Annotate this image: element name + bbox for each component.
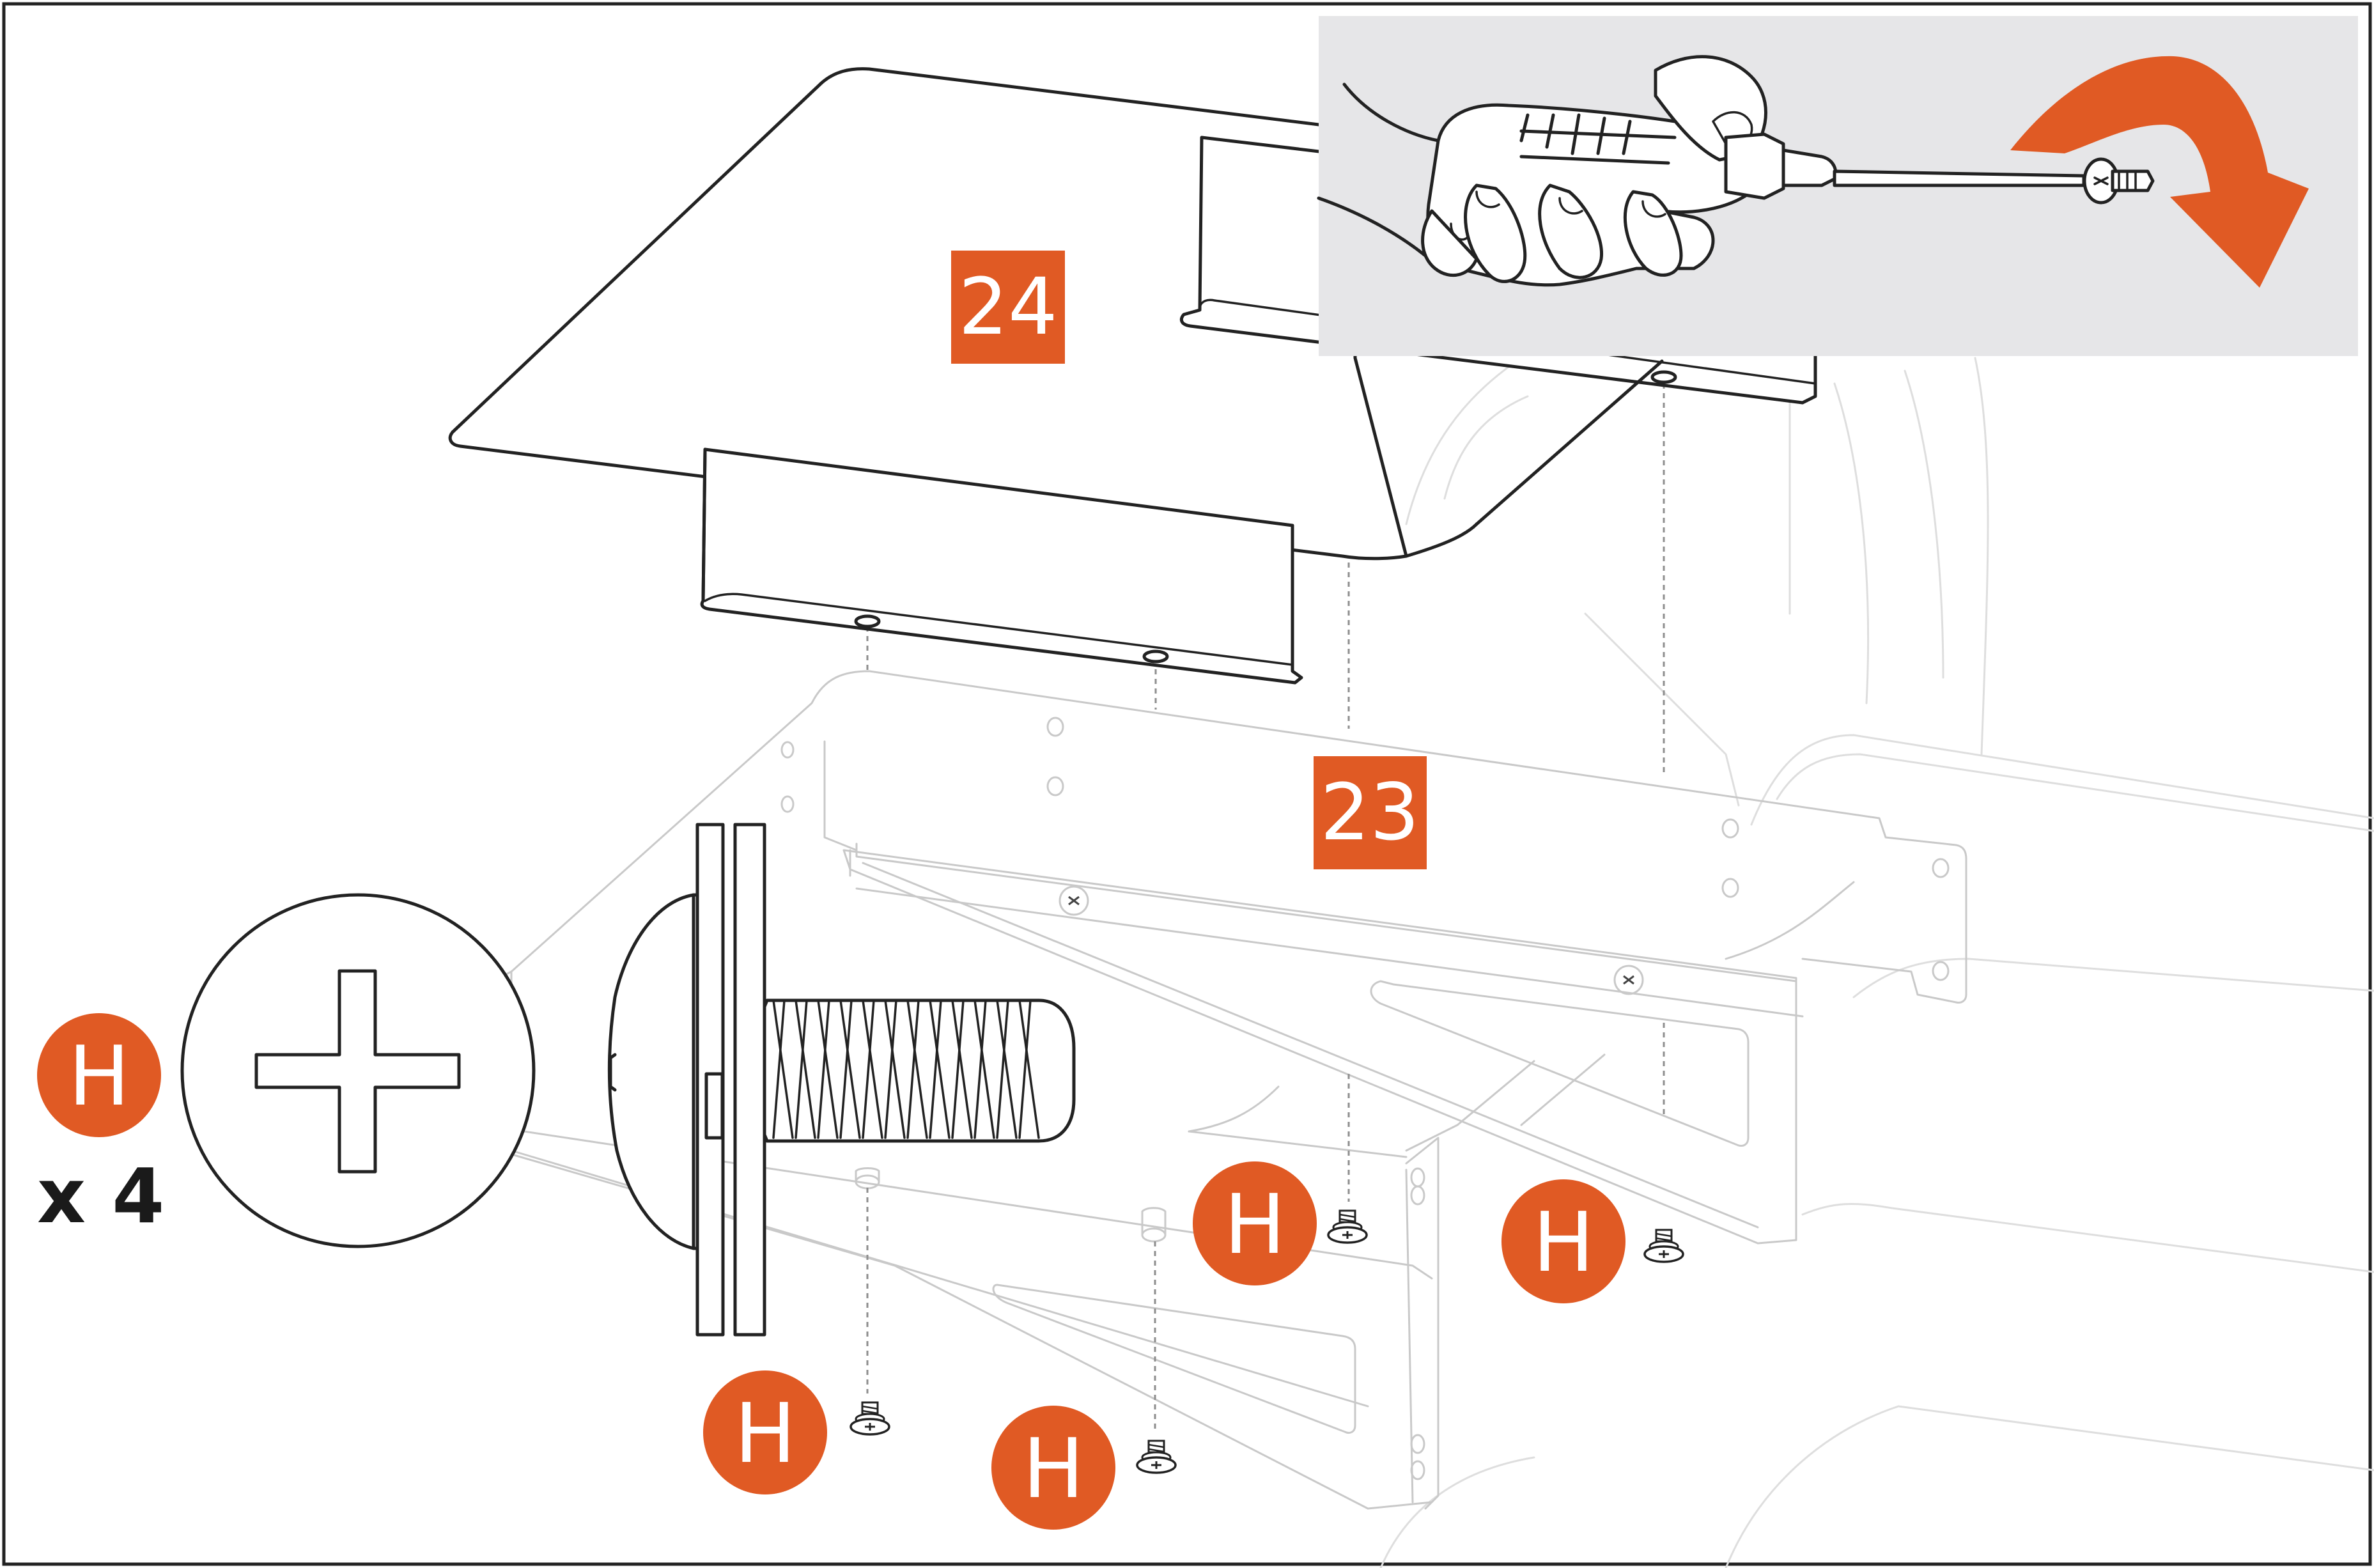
screw-3 xyxy=(1327,1209,1368,1244)
callout-h-1: H xyxy=(703,1370,827,1494)
frame-part-23 xyxy=(497,670,1967,1510)
clockwise-arrow-icon xyxy=(2010,56,2309,288)
legend-quantity: x 4 xyxy=(37,1152,164,1240)
callout-h-3-text: H xyxy=(1224,1177,1285,1273)
callout-h-2: H xyxy=(991,1406,1115,1530)
grill-body-outline xyxy=(1379,357,2374,1568)
hardware-legend: H x 4 xyxy=(37,823,1076,1337)
screw-4 xyxy=(1643,1229,1684,1263)
callout-h-3: H xyxy=(1193,1161,1317,1285)
callout-h-1-text: H xyxy=(734,1386,796,1482)
callout-h-4-text: H xyxy=(1533,1195,1594,1291)
phillips-screw-icon xyxy=(180,893,536,1248)
legend-badge xyxy=(37,1013,161,1137)
label-part-23-text: 23 xyxy=(1320,767,1419,858)
legend-code: H xyxy=(68,1029,130,1124)
label-part-23: 23 xyxy=(1314,756,1427,869)
screw-1 xyxy=(850,1401,890,1436)
screwdriver-clockwise-icon xyxy=(1317,55,2309,288)
label-part-24-text: 24 xyxy=(958,261,1057,352)
screw-side-view xyxy=(607,823,1076,1337)
callout-h-4: H xyxy=(1501,1179,1625,1303)
callout-h-2-text: H xyxy=(1023,1422,1084,1517)
screw-2 xyxy=(1136,1440,1177,1474)
label-part-24: 24 xyxy=(951,251,1065,364)
inset-screwdriver-panel xyxy=(1317,16,2358,356)
